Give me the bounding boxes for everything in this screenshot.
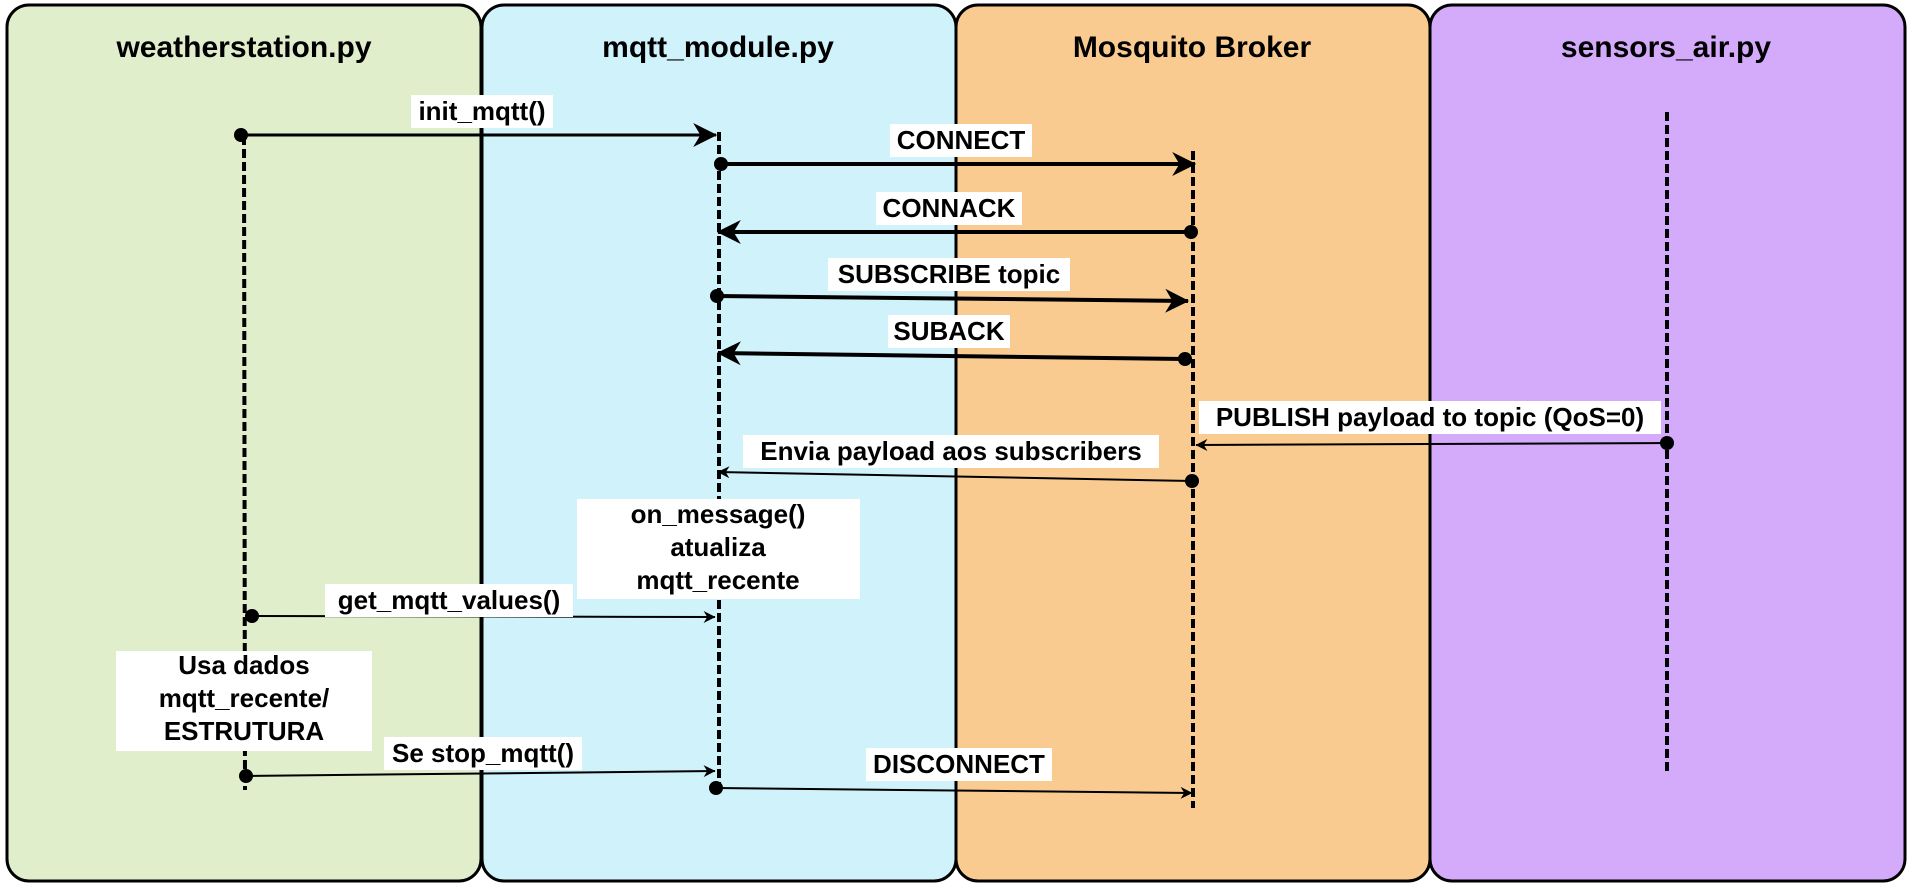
msg-connack-start-dot xyxy=(1184,225,1198,239)
msg-stop-start-dot xyxy=(239,769,253,783)
msg-envia-label: Envia payload aos subscribers xyxy=(760,436,1142,466)
msg-disconnect: DISCONNECT xyxy=(709,748,1193,799)
lane-mosquito-broker-title: Mosquito Broker xyxy=(1073,31,1312,64)
msg-get-values-start-dot xyxy=(245,609,259,623)
note-on-message-line-2: atualiza xyxy=(670,532,766,562)
msg-envia-start-dot xyxy=(1185,474,1199,488)
msg-stop-arrow xyxy=(245,765,716,778)
msg-init-mqtt-label-bg xyxy=(411,95,553,128)
msg-connect: CONNECT xyxy=(714,124,1197,176)
note-on-message-box xyxy=(577,499,860,599)
msg-suback: SUBACK xyxy=(716,315,1192,366)
msg-suback-label-bg xyxy=(888,315,1010,348)
msg-subscribe-start-dot xyxy=(710,289,724,303)
msg-envia-arrow xyxy=(717,466,1193,482)
msg-publish-label-bg xyxy=(1199,401,1661,434)
msg-suback-label: SUBACK xyxy=(893,316,1004,346)
msg-suback-arrow xyxy=(716,341,1186,366)
msg-stop-label: Se stop_mqtt() xyxy=(392,738,574,768)
msg-get-values-label: get_mqtt_values() xyxy=(338,585,561,615)
msg-publish-label: PUBLISH payload to topic (QoS=0) xyxy=(1216,402,1644,432)
msg-disconnect-label: DISCONNECT xyxy=(873,749,1045,779)
msg-publish: PUBLISH payload to topic (QoS=0) xyxy=(1195,401,1674,451)
msg-subscribe: SUBSCRIBE topic xyxy=(710,258,1190,313)
note-usa-dados-line-3: ESTRUTURA xyxy=(164,716,325,746)
msg-get-values: get_mqtt_values() xyxy=(245,584,716,623)
lifeline-weatherstation xyxy=(242,135,247,791)
msg-connect-start-dot xyxy=(714,157,728,171)
note-on-message: on_message() atualiza mqtt_recente xyxy=(577,499,860,599)
msg-init-mqtt-start-dot xyxy=(234,128,248,142)
note-usa-dados-line-2: mqtt_recente/ xyxy=(159,683,330,713)
msg-envia: Envia payload aos subscribers xyxy=(717,435,1199,488)
msg-disconnect-start-dot xyxy=(709,781,723,795)
note-usa-dados: Usa dados mqtt_recente/ ESTRUTURA xyxy=(116,650,372,751)
msg-publish-arrow xyxy=(1195,438,1668,451)
note-usa-dados-line-1: Usa dados xyxy=(178,650,310,680)
msg-stop: Se stop_mqtt() xyxy=(239,737,716,783)
note-on-message-line-1: on_message() xyxy=(631,499,806,529)
msg-connect-label: CONNECT xyxy=(897,125,1026,155)
msg-subscribe-label-bg xyxy=(828,258,1070,291)
msg-connect-label-bg xyxy=(890,124,1032,157)
msg-subscribe-arrow xyxy=(716,288,1190,313)
lane-mqtt-module-title: mqtt_module.py xyxy=(602,31,834,64)
lane-sensors-air-title: sensors_air.py xyxy=(1561,31,1771,64)
msg-disconnect-label-bg xyxy=(866,748,1052,781)
msg-connack: CONNACK xyxy=(716,192,1198,244)
note-on-message-line-3: mqtt_recente xyxy=(636,565,799,595)
msg-connack-label: CONNACK xyxy=(883,193,1016,223)
msg-subscribe-label: SUBSCRIBE topic xyxy=(838,259,1060,289)
msg-suback-start-dot xyxy=(1178,352,1192,366)
msg-init-mqtt-label: init_mqtt() xyxy=(418,96,545,126)
msg-disconnect-arrow xyxy=(715,786,1193,799)
msg-publish-start-dot xyxy=(1660,436,1674,450)
msg-get-values-label-bg xyxy=(325,584,573,617)
msg-init-mqtt: init_mqtt() xyxy=(234,95,718,147)
msg-stop-label-bg xyxy=(384,737,582,770)
lane-mqtt-module: mqtt_module.py xyxy=(480,3,958,883)
msg-connack-label-bg xyxy=(876,192,1022,225)
lane-weatherstation-title: weatherstation.py xyxy=(115,31,371,64)
msg-envia-label-bg xyxy=(743,435,1159,468)
note-usa-dados-box xyxy=(116,651,372,751)
